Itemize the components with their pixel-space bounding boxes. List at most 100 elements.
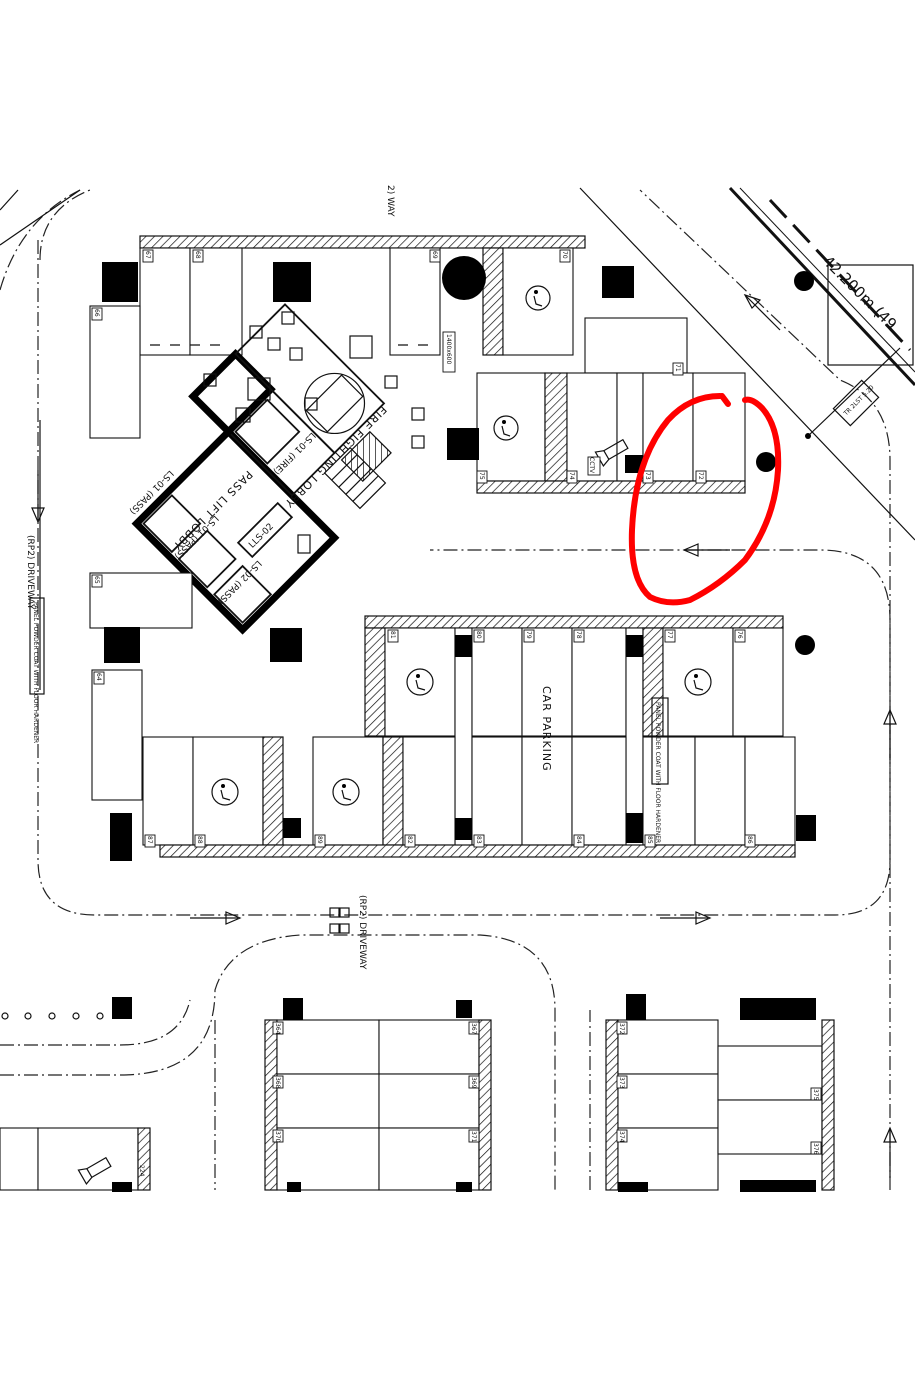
lift-3-label: LS-02 (PASS) [215,558,263,606]
bay-number: 371 [470,1131,477,1143]
bay-number: 84 [575,836,582,844]
bay-tag: 70 [559,249,571,263]
bay-number: 64 [95,673,102,681]
bay-tag: 85 [644,834,656,848]
bay-tag: 89 [314,834,326,848]
bay-number: 82 [406,836,413,844]
arrow-left-icon [31,470,45,524]
bay-number: 89 [316,836,323,844]
bay-tag: 368 [272,1075,284,1089]
bay-tag: 83 [473,834,485,848]
bay-tag: 376 [810,1141,822,1155]
bay-number: 74 [568,472,575,480]
bay-tag: 371 [468,1129,480,1143]
dimension-label: 42.200m (49 [819,252,900,333]
bay-number: 68 [194,251,201,259]
bay-tag: 81 [387,629,399,643]
bollard-row [1,1012,104,1020]
arrow-east-icon-2 [660,911,712,925]
driveway-top-label: 2) WAY [385,185,395,217]
bay-tag: 367 [468,1021,480,1035]
arrow-east-icon [190,911,242,925]
bay-tag: 69 [429,249,441,263]
bay-tag: 68 [192,249,204,263]
bay-number: 367 [470,1023,477,1035]
bay-number: 65 [93,576,100,584]
bay-number: 71 [674,364,681,372]
bay-number: 78 [575,631,582,639]
arrow-north-icon [883,708,897,760]
arrow-west-icon [682,543,730,557]
bay-tag: 64 [93,671,105,685]
bay-tag: 67 [142,249,154,263]
bay-tag: 88 [194,834,206,848]
bay-tag: 370 [272,1129,284,1143]
bay-number: 83 [475,836,482,844]
bay-number: 87 [146,836,153,844]
bay-number: 76 [736,631,743,639]
driveway-label-bottom: (RP2) DRIVEWAY [357,895,367,970]
bay-tag: 364 [272,1021,284,1035]
bay-number: 374 [618,1131,625,1143]
parking-left: PANEL POWDER COAT WITH FLOOR HARDENER (R… [25,305,193,861]
bay-number: 79 [525,631,532,639]
duct-label: 1400x600 [445,334,452,364]
bay-tag: 86 [744,834,756,848]
cctv-pair-icon [329,907,350,934]
bay-tag: 372 [616,1021,628,1035]
bay-tag: 73 [642,470,654,484]
accessible-bay-icon-4 [684,668,712,696]
bay-tag: 71 [672,362,684,376]
driveway-label-left: (RP2) DRIVEWAY [25,535,35,610]
bay-number: 376 [812,1143,819,1155]
bay-number: 72 [697,472,704,480]
bay-tag: 374 [616,1129,628,1143]
bay-number: 66 [93,309,100,317]
accessible-bay-icon-5 [211,778,239,806]
bay-number: 70 [561,251,568,259]
misc-tag: CCTV [588,457,595,474]
parking-central: CAR PARKING PANEL POWDER COAT WITH FLOOR… [142,615,816,970]
bay-tag: 66 [91,307,103,321]
bay-number: 67 [144,251,151,259]
bay-number: 372 [618,1023,625,1035]
bay-number: 69 [431,251,438,259]
screen-note-mid: PANEL POWDER COAT WITH FLOOR HARDENER [654,702,661,843]
bay-number: 369 [470,1077,477,1089]
parking-lower [0,994,835,1192]
bay-tag: 375 [810,1087,822,1101]
car-parking-label: CAR PARKING [540,686,553,772]
accessible-bay-icon-2 [493,415,519,441]
bay-number: 368 [274,1077,281,1089]
screen-note-left: PANEL POWDER COAT WITH FLOOR HARDENER [32,602,39,743]
red-markup-circle [628,393,782,606]
lift-core-label: LLS-02 [247,522,276,551]
bay-tag: 74 [566,470,578,484]
cctv-camera-icon-2 [77,1156,112,1185]
equipment-cluster [203,311,425,554]
bay-number: 370 [274,1131,281,1143]
bay-number: 85 [646,836,653,844]
parking-row-top: 1400x600 [102,235,634,373]
bay-number: 77 [666,631,673,639]
accessible-bay-icon [525,285,551,311]
bay-number: 375 [812,1089,819,1101]
bay-tag: 87 [144,834,156,848]
accessible-bay-icon-3 [406,668,434,696]
bay-number: 364 [274,1023,281,1035]
stair-block [323,446,387,510]
bay-number: 81 [389,631,396,639]
bay-number: 80 [475,631,482,639]
bay-tag: 77 [664,629,676,643]
bay-tag: 84 [573,834,585,848]
bay-tag: 76 [734,629,746,643]
accessible-bay-icon-6 [332,778,360,806]
bay-tag: 79 [523,629,535,643]
bay-number: 373 [618,1077,625,1089]
driveway-arrows [31,293,897,1178]
bay-tag: 65 [91,574,103,588]
misc-tag: 224 [138,1165,145,1177]
bay-tag: 82 [404,834,416,848]
